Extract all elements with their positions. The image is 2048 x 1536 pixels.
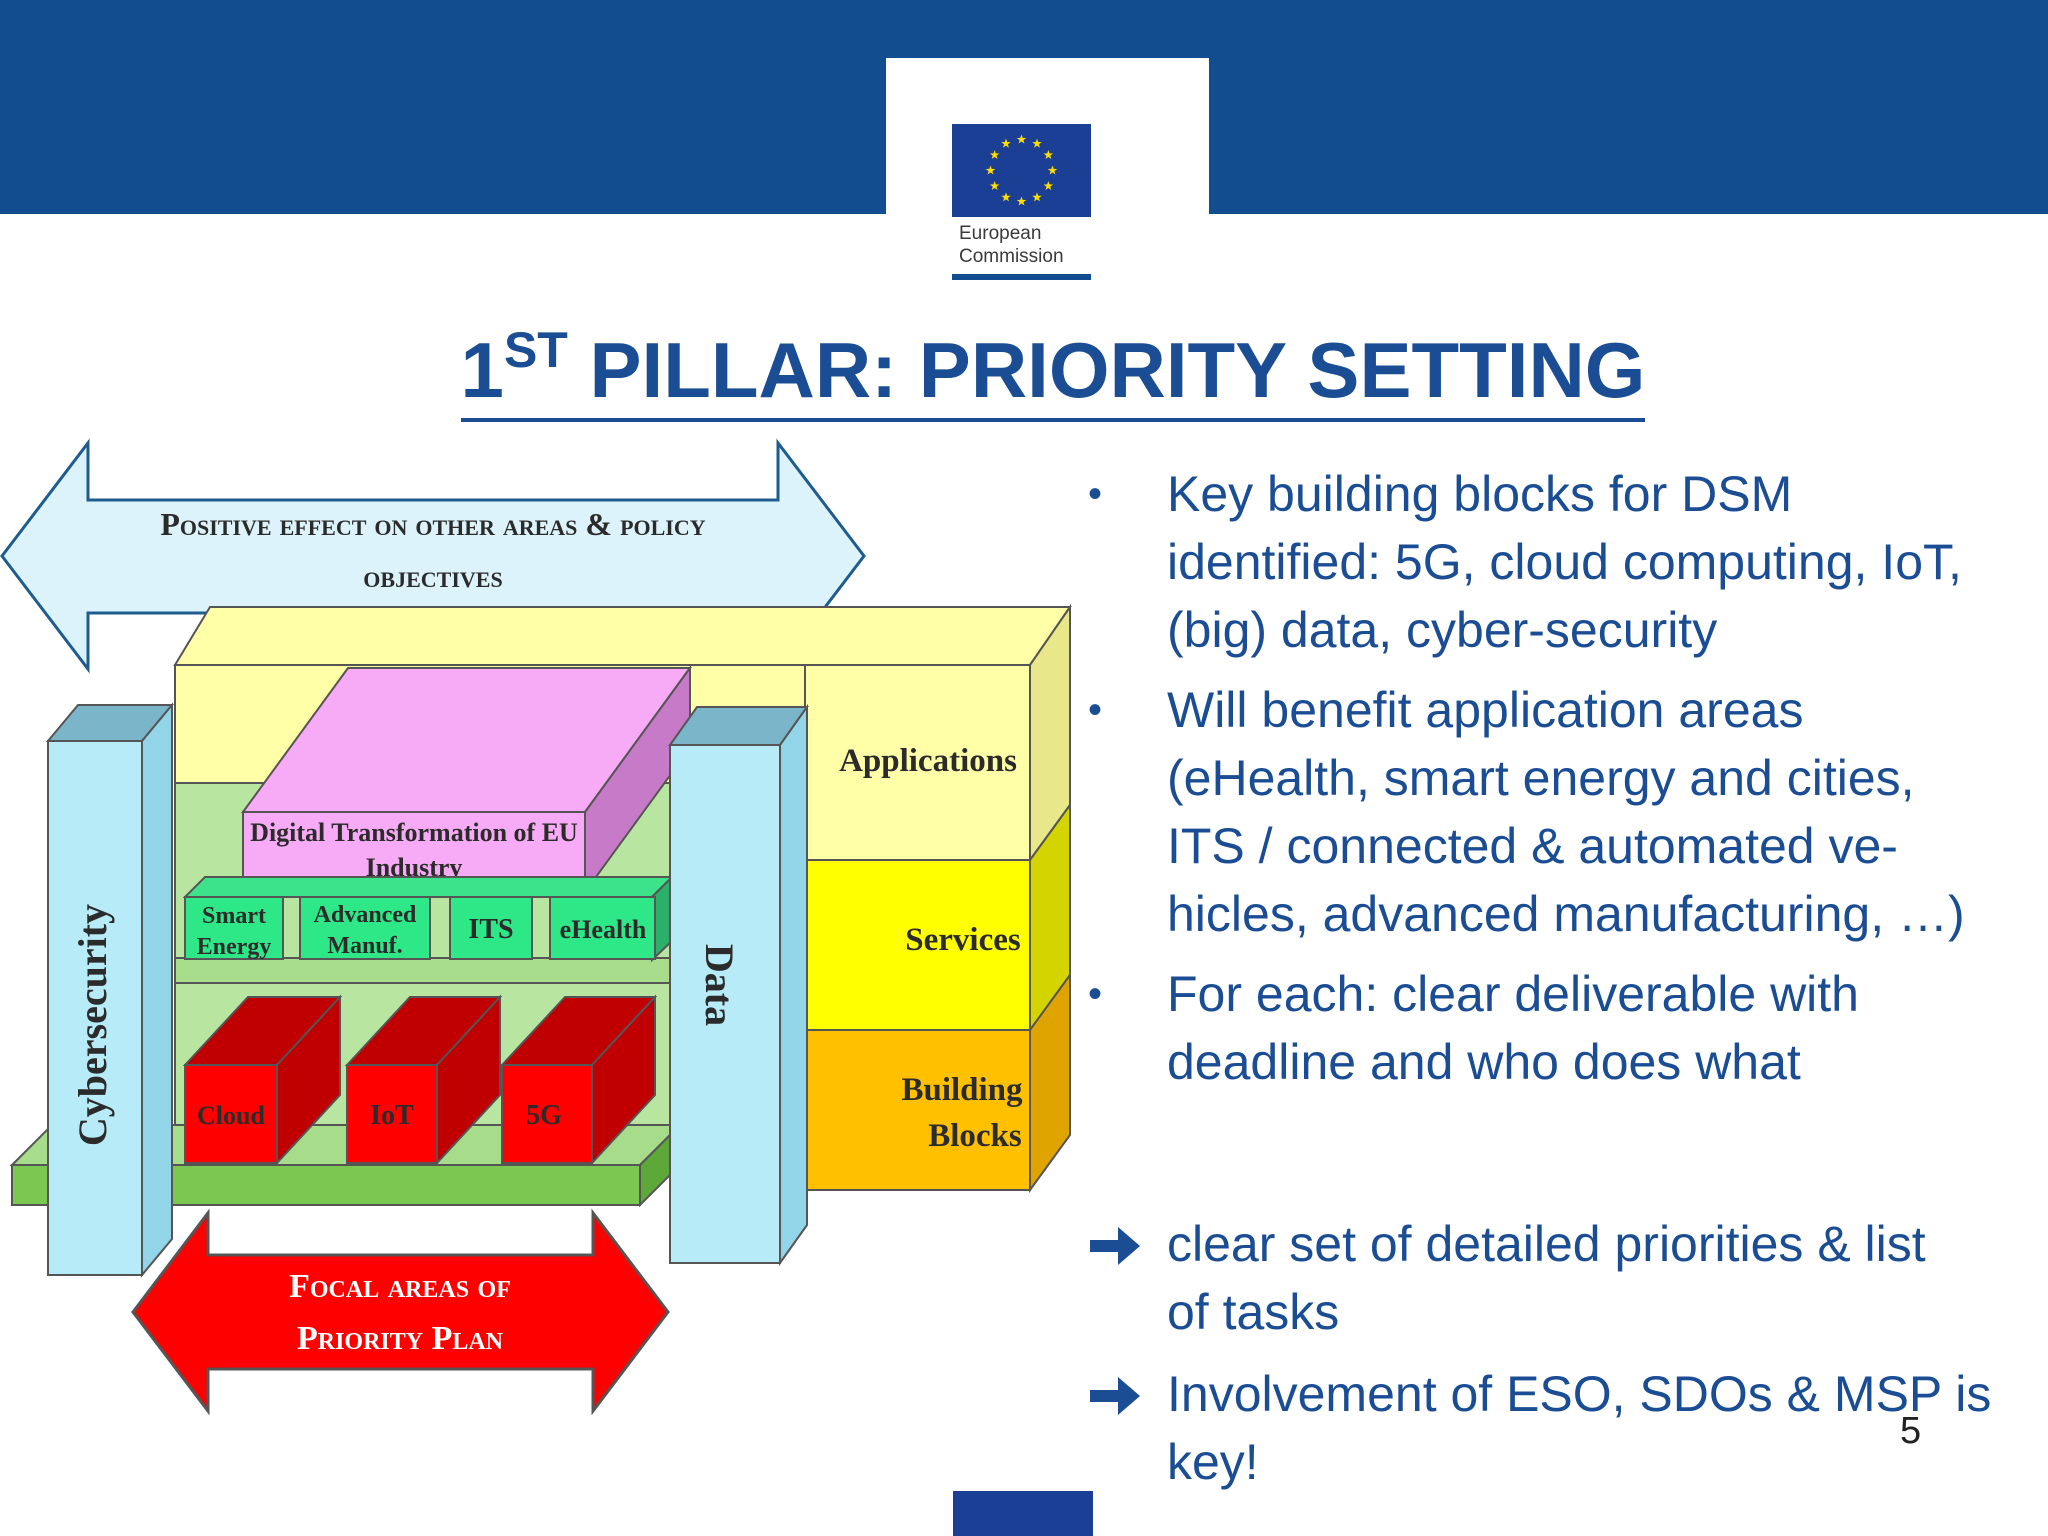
bottom-double-arrow — [131, 1208, 670, 1415]
building-blocks-label-1: Building — [901, 1072, 1023, 1108]
bullet-item: • Will benefit application areas (eHealth,… — [1088, 676, 2048, 948]
footer-tab — [953, 1491, 1093, 1536]
logo-line-2: Commission — [959, 246, 1064, 267]
page-number: 5 — [1900, 1410, 1922, 1452]
advanced-manuf-block — [299, 896, 431, 960]
flag-star-icon — [985, 165, 996, 175]
bottom-arrow-label-2: Priority Plan — [297, 1320, 504, 1357]
five-g-block — [501, 1064, 593, 1164]
iot-block — [346, 1064, 438, 1164]
bullet-line: hicles, advanced manufacturing, …) — [1167, 886, 1965, 942]
its-label: ITS — [468, 914, 513, 945]
cloud-block — [184, 1064, 278, 1164]
advanced-manuf-label-1: Advanced — [314, 902, 417, 928]
page-title: 1ST PILLAR: PRIORITY SETTING — [0, 322, 2048, 422]
top-arrow-label-1: Positive effect on other areas & policy — [160, 506, 705, 542]
title-text: PILLAR: PRIORITY SETTING — [589, 326, 1646, 414]
smart-energy-label-2: Energy — [197, 934, 272, 960]
building-blocks-layer — [804, 1029, 1031, 1191]
smart-energy-block — [184, 896, 284, 960]
conclusion-item: clear set of detailed priorities & list o… — [1088, 1210, 2048, 1346]
bullet-line: identified: 5G, cloud computing, IoT, — [1167, 534, 1962, 590]
bullet-line: (big) data, cyber-security — [1167, 602, 1718, 658]
flag-star-icon — [1043, 181, 1054, 191]
bullet-list: • Key building blocks for DSM identified: … — [1088, 460, 2048, 1108]
ehealth-block — [549, 896, 656, 960]
bullet-line: deadline and who does what — [1167, 1034, 1801, 1090]
pillar-diagram: Positive effect on other areas & policy … — [0, 435, 1080, 1415]
services-label: Services — [905, 922, 1021, 958]
conclusion-list: clear set of detailed priorities & list o… — [1088, 1210, 2048, 1510]
conclusion-line: clear set of detailed priorities & list — [1167, 1216, 1926, 1272]
back-block-top — [173, 606, 1072, 666]
ehealth-label: eHealth — [560, 915, 647, 944]
flag-star-icon — [1032, 192, 1042, 202]
bullet-item: • For each: clear deliverable with deadlin… — [1088, 960, 2048, 1096]
bullet-line: Key building blocks for DSM — [1167, 466, 1793, 522]
bullet-item: • Key building blocks for DSM identified: … — [1088, 460, 2048, 664]
flag-star-icon — [1001, 138, 1011, 148]
data-label: Data — [697, 944, 742, 1026]
top-arrow-label-2: objectives — [363, 558, 502, 594]
advanced-manuf-label-2: Manuf. — [327, 933, 402, 959]
conclusion-line: of tasks — [1167, 1284, 1340, 1340]
green-shelf-mid — [174, 957, 671, 984]
bullet-dot-icon: • — [1088, 688, 1103, 732]
logo-text: European Commission — [959, 222, 1064, 268]
cybersecurity-pillar-side — [141, 702, 173, 1278]
right-arrow-icon — [1088, 1368, 1142, 1436]
bullet-line: For each: clear deliverable with — [1167, 966, 1859, 1022]
cybersecurity-label: Cybersecurity — [70, 904, 115, 1146]
bottom-arrow-label-1: Focal areas of — [289, 1268, 511, 1305]
building-blocks-side — [1029, 971, 1071, 1194]
flag-star-icon — [1001, 192, 1011, 202]
bullet-line: ITS / connected & automated ve- — [1167, 818, 1898, 874]
its-block — [449, 896, 533, 960]
iot-label: IoT — [370, 1100, 414, 1131]
smart-energy-label-1: Smart — [202, 903, 266, 929]
bullet-dot-icon: • — [1088, 972, 1103, 1016]
applications-label: Applications — [839, 743, 1017, 779]
conclusion-line: key! — [1167, 1434, 1259, 1490]
logo-line-1: European — [959, 223, 1042, 244]
flag-star-icon — [989, 181, 1000, 191]
application-blocks-top — [182, 876, 675, 898]
five-g-label: 5G — [526, 1100, 562, 1131]
title-number: 1 — [460, 326, 504, 414]
title-superscript: ST — [503, 322, 568, 378]
bullet-line: (eHealth, smart energy and cities, — [1167, 750, 1915, 806]
cybersecurity-pillar — [47, 740, 143, 1276]
flag-star-icon — [1047, 165, 1058, 175]
data-pillar-side — [779, 703, 808, 1267]
right-arrow-icon — [1088, 1218, 1142, 1286]
flag-star-icon — [1032, 138, 1042, 148]
bullet-dot-icon: • — [1088, 472, 1103, 516]
flag-star-icon — [1043, 150, 1054, 160]
flag-star-icon — [989, 150, 1000, 160]
building-blocks-label-2: Blocks — [928, 1118, 1022, 1154]
digital-label-1: Digital Transformation of EU — [250, 818, 578, 847]
bullet-line: Will benefit application areas — [1167, 682, 1804, 738]
flag-star-icon — [1016, 196, 1027, 206]
conclusion-item: Involvement of ESO, SDOs & MSP is key! — [1088, 1360, 2048, 1496]
conclusion-line: Involvement of ESO, SDOs & MSP is — [1167, 1366, 1992, 1422]
flag-star-icon — [1016, 134, 1027, 144]
cloud-label: Cloud — [197, 1101, 265, 1130]
logo-underline — [952, 274, 1091, 280]
eu-flag-icon — [952, 124, 1091, 217]
